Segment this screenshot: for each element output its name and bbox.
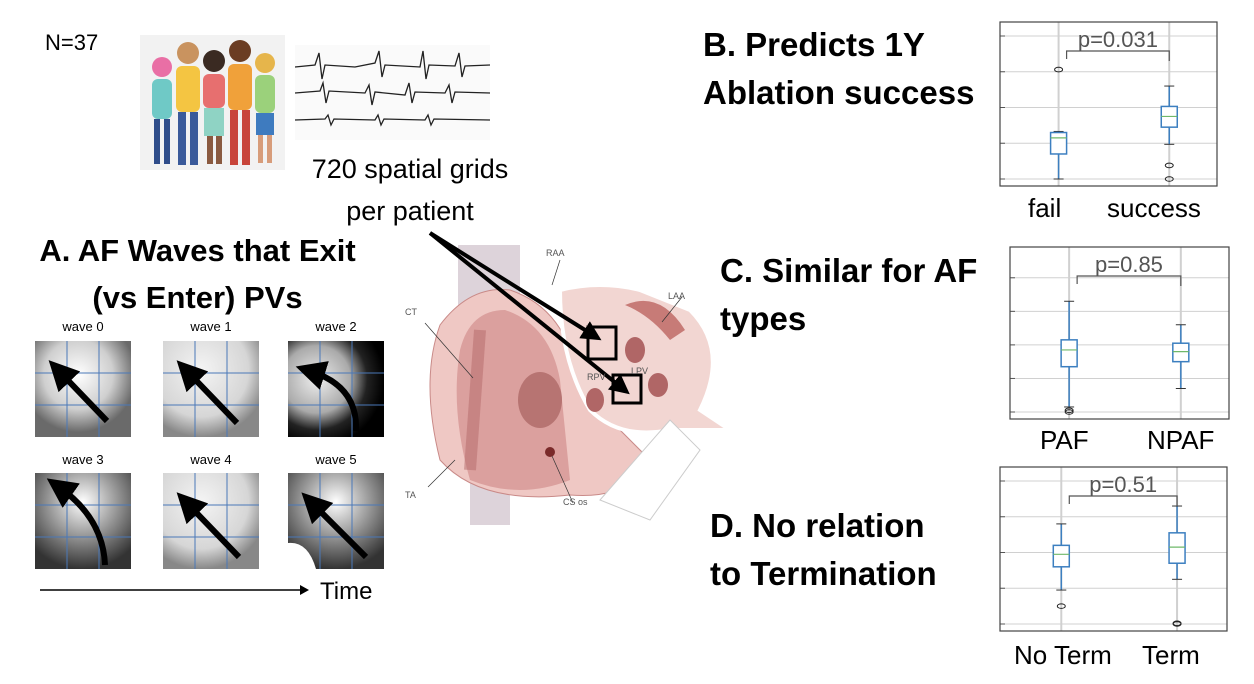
panel-a-title-line-1: A. AF Waves that Exit (39, 233, 356, 268)
wave-label: wave 2 (315, 319, 357, 334)
label-raa: RAA (546, 248, 565, 258)
label-laa: LAA (668, 291, 686, 301)
category-label: No Term (1014, 640, 1112, 670)
panel-b-title-line-2: Ablation success (703, 74, 975, 111)
pointer-arrow-upper (428, 231, 602, 341)
plot-frame (999, 466, 1228, 632)
panel-c-title-line-2: types (720, 300, 807, 337)
outlier-point (1172, 621, 1182, 627)
wave-label: wave 5 (315, 452, 357, 467)
category-label: Term (1142, 640, 1200, 670)
boxplot-c: p=0.85 (1009, 246, 1230, 420)
wave-label: wave 3 (62, 452, 104, 467)
grids-line-1: 720 spatial grids (311, 154, 509, 184)
significance-bracket (1065, 50, 1170, 61)
p-value-label: p=0.51 (1089, 472, 1157, 497)
wave-tile-4 (163, 473, 259, 569)
category-label: PAF (1040, 425, 1089, 455)
label-lpv: LPV (631, 366, 649, 376)
wave-tile-1 (163, 341, 259, 437)
panel-a-title: A. AF Waves that Exit (vs Enter) PVs (10, 227, 385, 321)
significance-bracket (1068, 495, 1178, 506)
category-label: success (1107, 193, 1201, 223)
wave-tile-3 (35, 473, 131, 569)
category-label: NPAF (1147, 425, 1215, 455)
wave-tile-5 (288, 473, 384, 569)
wave-label: wave 1 (190, 319, 232, 334)
outlier-point (1054, 66, 1064, 73)
grids-line-2: per patient (346, 196, 474, 226)
sample-size: N=37 (45, 30, 99, 55)
outlier-point (1064, 407, 1074, 414)
panel-d-title-line-2: to Termination (710, 555, 937, 592)
plot-frame (1009, 246, 1230, 420)
box (1168, 532, 1186, 564)
outlier-point (1164, 176, 1174, 182)
label-cs-os: CS os (563, 497, 588, 507)
box (1052, 544, 1071, 568)
grids-caption: 720 spatial grids per patient (290, 148, 530, 232)
wave-label: wave 4 (190, 452, 232, 467)
label-ct: CT (405, 307, 417, 317)
panel-d-title-line-1: D. No relation (710, 507, 925, 544)
outlier-point (1064, 409, 1074, 415)
panel-b-title: B. Predicts 1Y Ablation success (703, 21, 974, 117)
ecg-traces (295, 45, 490, 140)
p-value-label: p=0.031 (1078, 27, 1158, 52)
boxplot-d: p=0.51 (999, 466, 1228, 632)
plot-frame (999, 21, 1218, 187)
panel-a-title-line-2: (vs Enter) PVs (92, 280, 303, 315)
label-ta: TA (405, 490, 416, 500)
heart-anatomy-illustration (424, 231, 737, 525)
category-label: fail (1028, 193, 1062, 223)
significance-bracket (1076, 275, 1182, 286)
pv-roi-box-upper (586, 325, 618, 361)
panel-b-title-line-1: B. Predicts 1Y (703, 26, 925, 63)
outlier-point (1164, 162, 1174, 169)
wave-tile-0 (35, 341, 131, 437)
panel-d-title: D. No relation to Termination (710, 502, 937, 598)
panel-c-title-line-1: C. Similar for AF (720, 252, 978, 289)
wave-label: wave 0 (62, 319, 104, 334)
box (1049, 131, 1068, 155)
boxplot-b: p=0.031 (999, 21, 1218, 187)
patients-illustration (140, 35, 285, 170)
time-label: Time (320, 578, 373, 605)
p-value-label: p=0.85 (1095, 252, 1163, 277)
box (1172, 342, 1190, 363)
box (1060, 339, 1078, 368)
pointer-arrow-lower (428, 231, 630, 395)
outlier-point (1056, 603, 1066, 609)
time-axis-arrow (40, 585, 309, 595)
wave-tile-2 (288, 341, 384, 437)
wave-direction-arrow (48, 360, 110, 424)
label-rpv: RPV (587, 372, 606, 382)
panel-c-title: C. Similar for AF types (720, 247, 977, 343)
